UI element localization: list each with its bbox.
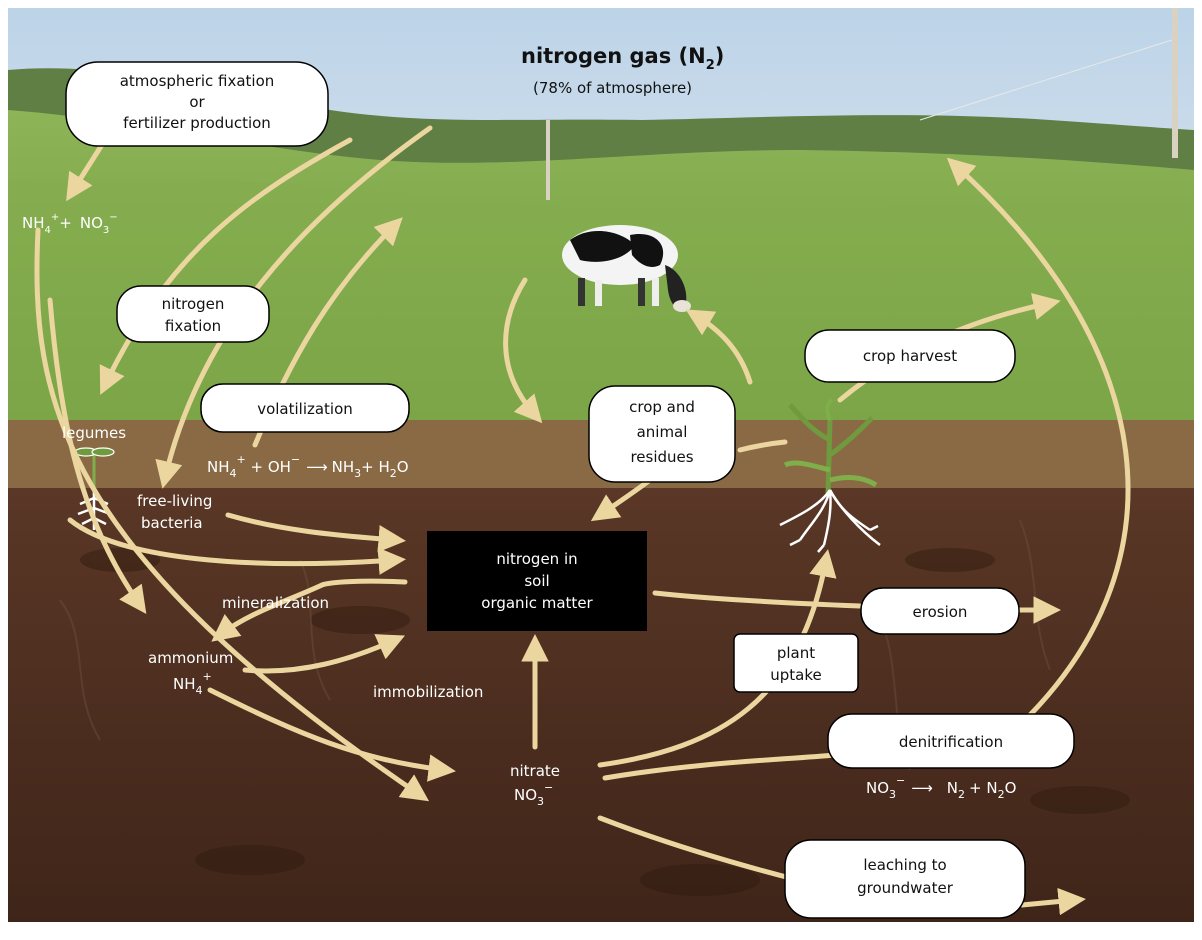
svg-text:volatilization: volatilization: [257, 400, 353, 418]
box-nitrogen-fixation: nitrogen fixation: [116, 285, 270, 343]
svg-text:or: or: [189, 93, 205, 111]
box-leaching: leaching to groundwater: [784, 839, 1026, 919]
cow-icon: [562, 225, 691, 312]
labels: legumes free-living bacteria mineralizat…: [62, 424, 560, 780]
svg-text:nitrogen: nitrogen: [162, 295, 225, 313]
header: nitrogen gas (N2) (78% of atmosphere): [521, 44, 724, 97]
label-free-living: free-living: [137, 492, 212, 510]
svg-text:fertilizer production: fertilizer production: [123, 114, 271, 132]
svg-text:uptake: uptake: [770, 666, 821, 684]
svg-text:erosion: erosion: [913, 603, 968, 621]
legume-sprout-icon: [74, 447, 115, 495]
formula-nh4-no3: NH4++NO3−: [22, 212, 118, 236]
box-erosion: erosion: [860, 587, 1020, 635]
box-plant-uptake: plant uptake: [733, 633, 859, 693]
box-soil-organic-matter: nitrogen in soil organic matter: [427, 531, 647, 631]
box-crop-animal-residues: crop and animal residues: [588, 385, 736, 483]
svg-text:atmospheric fixation: atmospheric fixation: [120, 72, 275, 90]
label-immobilization: immobilization: [373, 683, 483, 701]
svg-text:fixation: fixation: [165, 317, 221, 335]
svg-text:soil: soil: [524, 572, 549, 590]
svg-text:residues: residues: [630, 448, 693, 466]
svg-text:groundwater: groundwater: [857, 879, 954, 897]
label-legumes: legumes: [62, 424, 126, 442]
svg-text:crop harvest: crop harvest: [863, 347, 957, 365]
label-mineralization: mineralization: [222, 594, 329, 612]
svg-text:NH4+: NH4+: [173, 670, 212, 697]
svg-text:organic matter: organic matter: [481, 594, 593, 612]
svg-text:crop and: crop and: [629, 398, 695, 416]
label-nitrate: nitrate: [510, 762, 560, 780]
box-crop-harvest: crop harvest: [804, 329, 1016, 383]
subtitle: (78% of atmosphere): [533, 79, 692, 97]
formula-nitrate: NO3−: [514, 781, 553, 808]
formula-volatilization: NH4+ + OH−⟶NH3+ H2O: [207, 453, 409, 480]
formula-ammonium: NH4+: [173, 670, 212, 697]
root-icon: [779, 489, 881, 553]
svg-text:NH4+ + OH−⟶NH3+ H2O: NH4+ + OH−⟶NH3+ H2O: [207, 453, 409, 480]
svg-text:plant: plant: [777, 644, 815, 662]
svg-text:animal: animal: [637, 423, 688, 441]
svg-text:leaching to: leaching to: [863, 856, 946, 874]
svg-text:nitrogen in: nitrogen in: [496, 550, 577, 568]
svg-text:NH4++NO3−: NH4++NO3−: [22, 212, 118, 236]
formula-denitrification: NO3−⟶N2+ N2O: [866, 774, 1016, 801]
svg-text:NO3−: NO3−: [514, 781, 553, 808]
box-volatilization: volatilization: [200, 383, 410, 433]
label-ammonium: ammonium: [148, 649, 233, 667]
label-bacteria: bacteria: [141, 514, 203, 532]
corn-plant-icon: [783, 398, 878, 496]
title: nitrogen gas (N2): [521, 44, 724, 73]
box-atmospheric-fixation: atmospheric fixation or fertilizer produ…: [65, 61, 329, 147]
svg-text:denitrification: denitrification: [899, 733, 1003, 751]
box-denitrification: denitrification: [827, 713, 1075, 769]
svg-text:NO3−⟶N2+ N2O: NO3−⟶N2+ N2O: [866, 774, 1016, 801]
